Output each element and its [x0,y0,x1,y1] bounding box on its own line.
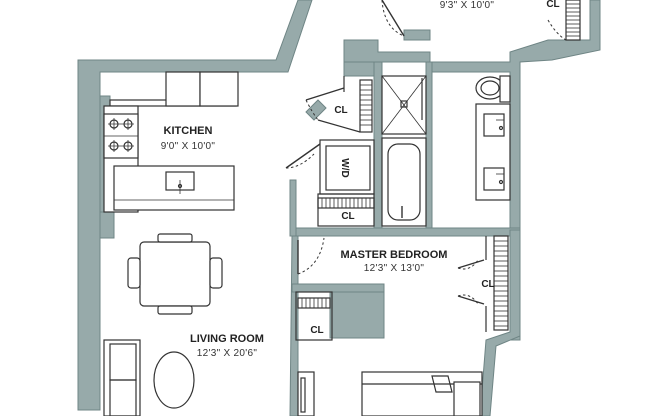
bedroom-right-closet-label: CL [481,279,494,290]
left-outer-wall [77,0,313,411]
top-room-dims: 9'3" X 10'0" [440,0,495,11]
kitchen-dims: 9'0" X 10'0" [161,141,216,152]
top-right-wall [343,0,601,341]
hall-closet-rail [359,79,373,133]
hall-closet-label: CL [334,105,347,116]
toilet-icon [475,75,511,103]
coffee-table [153,351,195,409]
bath-partition [425,61,433,233]
vanity [475,103,511,201]
kitchen-upper-cabinet-right [199,71,239,107]
bedroom-closet-block [329,287,385,339]
master-bedroom: MASTER BEDROOM 12'3" X 13'0" CL [295,235,509,416]
sofa [103,339,141,416]
kitchen: KITCHEN 9'0" X 10'0" [103,71,239,213]
living-room: LIVING ROOM 12'3" X 20'6" [103,233,264,416]
top-room-door-swing [381,0,405,37]
dining-table [127,233,223,315]
bedroom-right-wall [479,229,521,416]
top-center-stub [403,29,431,41]
bedroom-top-wall [295,227,521,237]
hall-angled-wall [305,99,327,121]
hall-top-wall [343,61,379,77]
kitchen-sink-icon [165,171,195,194]
kitchen-island [113,165,235,211]
hall-left-wall [289,179,297,237]
bathroom [381,75,511,227]
top-room: 9'3" X 10'0" CL [381,0,581,41]
bedroom-dresser [297,371,315,416]
kitchen-lower-wall [99,211,115,239]
hall-lower-closet-label: CL [341,211,354,222]
top-right-closet-label: CL [546,0,559,10]
bath-left-wall [373,61,383,231]
bed [361,371,483,416]
living-room-name: LIVING ROOM [190,333,264,345]
bedroom-closet-wall [291,283,385,293]
stove-burners-icon [108,118,134,152]
kitchen-name: KITCHEN [164,125,213,137]
living-room-dims: 12'3" X 20'6" [197,348,258,359]
master-bedroom-dims: 12'3" X 13'0" [364,263,425,274]
bedroom-left-closet-label: CL [310,325,323,336]
master-bedroom-name: MASTER BEDROOM [341,249,448,261]
bedroom-left-closet-rail [297,297,331,309]
top-room-door-leaf [381,0,405,37]
walls [77,0,601,416]
washer-dryer-label: W/D [339,158,350,177]
sink-icon [483,167,505,191]
top-right-closet-rail [565,0,581,41]
bathtub [381,137,427,227]
kitchen-upper-cabinet-left [165,71,201,107]
center-wall [289,235,299,416]
hall: CL W/D CL [285,76,375,227]
hall-lower-closet-rail [317,197,375,209]
sink-icon [483,113,505,137]
bedroom-right-closet-rail [493,235,509,331]
washer-dryer [325,145,371,191]
